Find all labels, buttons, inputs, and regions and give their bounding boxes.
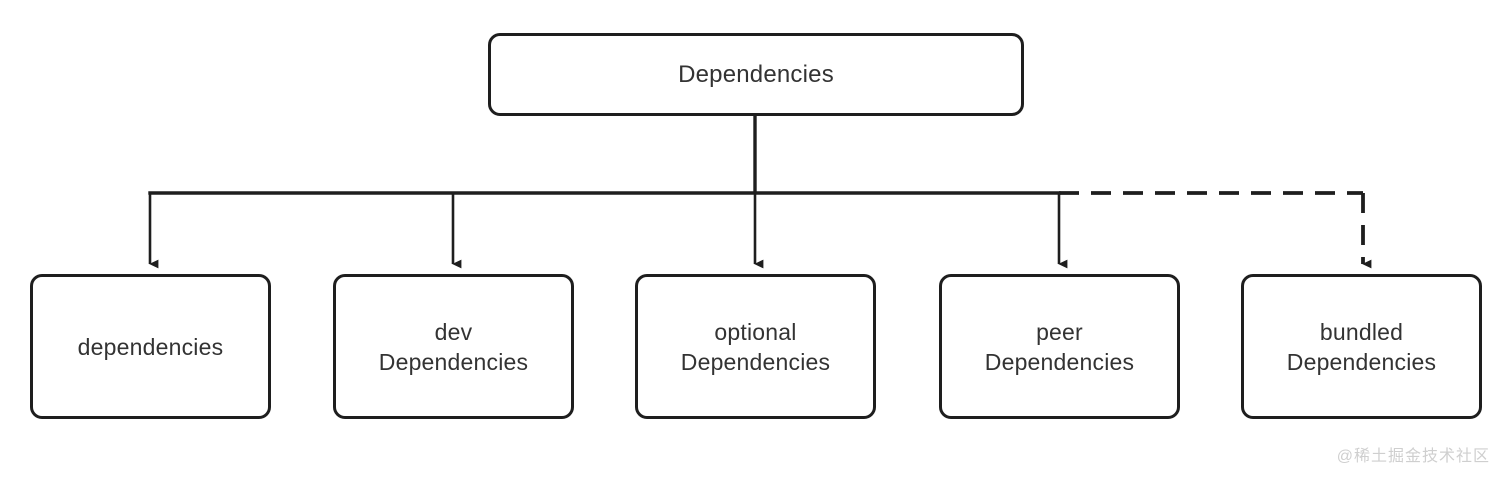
node-dependencies-root[interactable]: Dependencies — [488, 33, 1024, 116]
node-bundled-dependencies[interactable]: bundled Dependencies — [1241, 274, 1482, 419]
node-label: dependencies — [77, 333, 224, 360]
node-dev-dependencies[interactable]: dev Dependencies — [333, 274, 574, 419]
node-label: peer Dependencies — [984, 318, 1135, 375]
node-label: optional Dependencies — [680, 318, 831, 375]
node-optional-dependencies[interactable]: optional Dependencies — [635, 274, 876, 419]
node-label: bundled Dependencies — [1286, 318, 1437, 375]
node-label: Dependencies — [678, 60, 834, 88]
watermark: @稀土掘金技术社区 — [1336, 448, 1490, 465]
node-dependencies[interactable]: dependencies — [30, 274, 271, 419]
node-label: dev Dependencies — [378, 318, 529, 375]
node-peer-dependencies[interactable]: peer Dependencies — [939, 274, 1180, 419]
